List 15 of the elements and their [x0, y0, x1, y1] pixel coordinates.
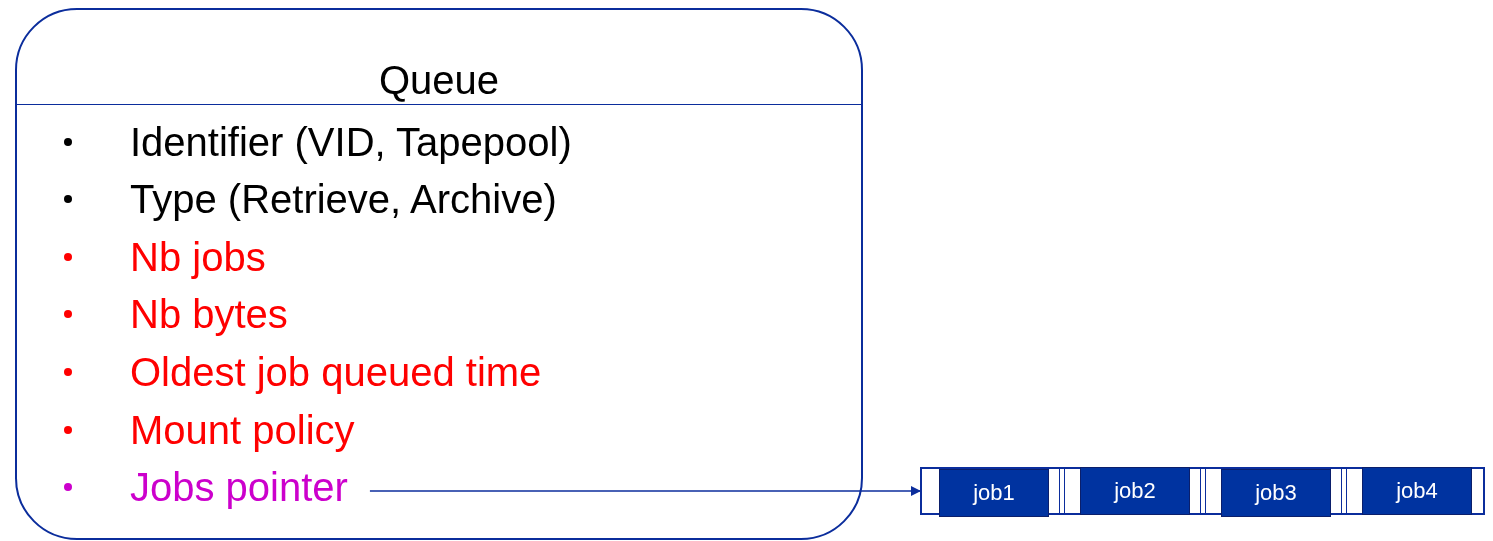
list-item-text: Type (Retrieve, Archive)	[130, 176, 557, 222]
job-cell: job1	[939, 469, 1049, 517]
list-item-text: Jobs pointer	[130, 464, 348, 510]
arrow	[369, 486, 921, 496]
list-item-text: Identifier (VID, Tapepool)	[130, 119, 572, 165]
queue-heading: Queue	[377, 58, 501, 103]
queue-box	[15, 8, 863, 540]
list-item-text: Nb bytes	[130, 291, 288, 337]
job-cell: job3	[1221, 469, 1331, 517]
job-cell: job2	[1080, 467, 1190, 515]
list-item-text: Nb jobs	[130, 234, 266, 280]
job-cell: job4	[1362, 467, 1472, 515]
job-list-box	[920, 467, 1485, 515]
list-item-text: Mount policy	[130, 407, 355, 453]
list-item-text: Oldest job queued time	[130, 349, 542, 395]
